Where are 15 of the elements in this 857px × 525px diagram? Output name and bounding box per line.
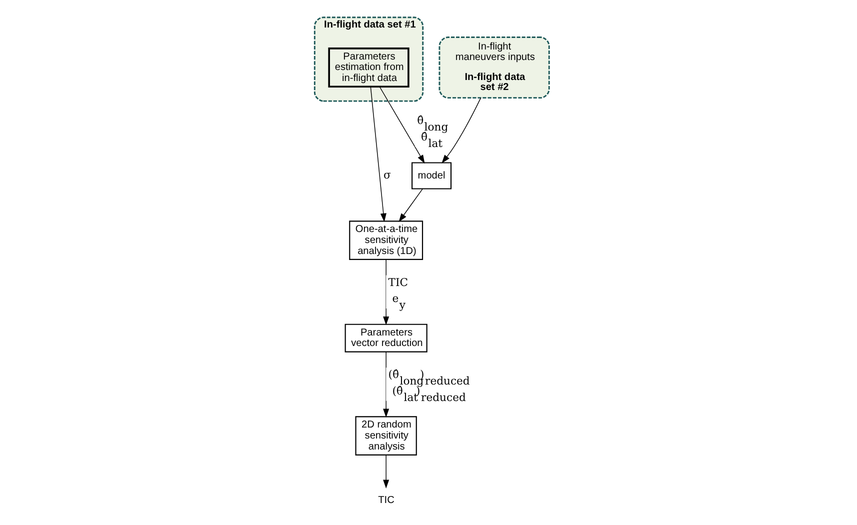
node-box: Parameters estimation from in-flight data	[328, 48, 409, 88]
node-box: One-at-a-time sensitivity analysis (1D)	[348, 220, 423, 260]
node-box: Parameters vector reduction	[344, 324, 427, 352]
arrow	[441, 98, 481, 164]
arrow	[382, 454, 389, 488]
node-text: TIC	[378, 495, 394, 506]
arrow	[382, 351, 389, 418]
node-box: 2D random sensitivity analysis	[354, 416, 416, 456]
node-box: model	[411, 162, 452, 190]
arrow	[382, 259, 389, 326]
arrow	[398, 188, 422, 222]
edge-label: σ	[383, 168, 390, 182]
arrow	[370, 86, 386, 222]
arrow	[378, 86, 424, 164]
node-box: In-flight maneuvers inputs In-flight data set #2	[438, 36, 550, 99]
